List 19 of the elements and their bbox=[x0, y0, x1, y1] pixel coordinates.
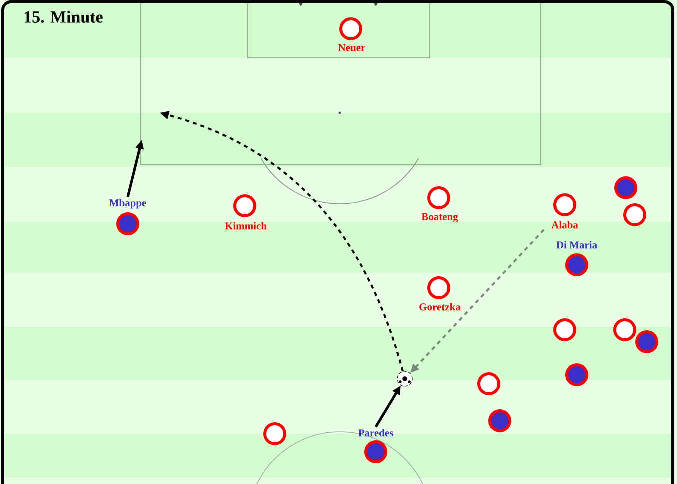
player-name: Goretzka bbox=[420, 303, 461, 311]
player-marker bbox=[624, 204, 646, 226]
player-marker bbox=[614, 318, 636, 342]
player-name: Boateng bbox=[422, 213, 458, 223]
player-marker bbox=[264, 422, 286, 446]
ball-icon bbox=[397, 371, 413, 387]
player-marker bbox=[636, 330, 658, 354]
title: 15. Minute bbox=[24, 10, 103, 23]
player-name: Paredes bbox=[358, 429, 394, 437]
player-name: Mbappe bbox=[110, 199, 146, 209]
player-marker bbox=[488, 409, 512, 432]
player-marker bbox=[478, 372, 500, 396]
player-name: Kimmich bbox=[225, 222, 267, 230]
player-name: Di Maria bbox=[556, 241, 598, 249]
player-marker bbox=[614, 176, 638, 200]
player-name: Neuer bbox=[338, 44, 366, 52]
player-marker bbox=[554, 318, 576, 342]
player-marker bbox=[566, 363, 588, 386]
player-name: Alaba bbox=[552, 221, 578, 229]
